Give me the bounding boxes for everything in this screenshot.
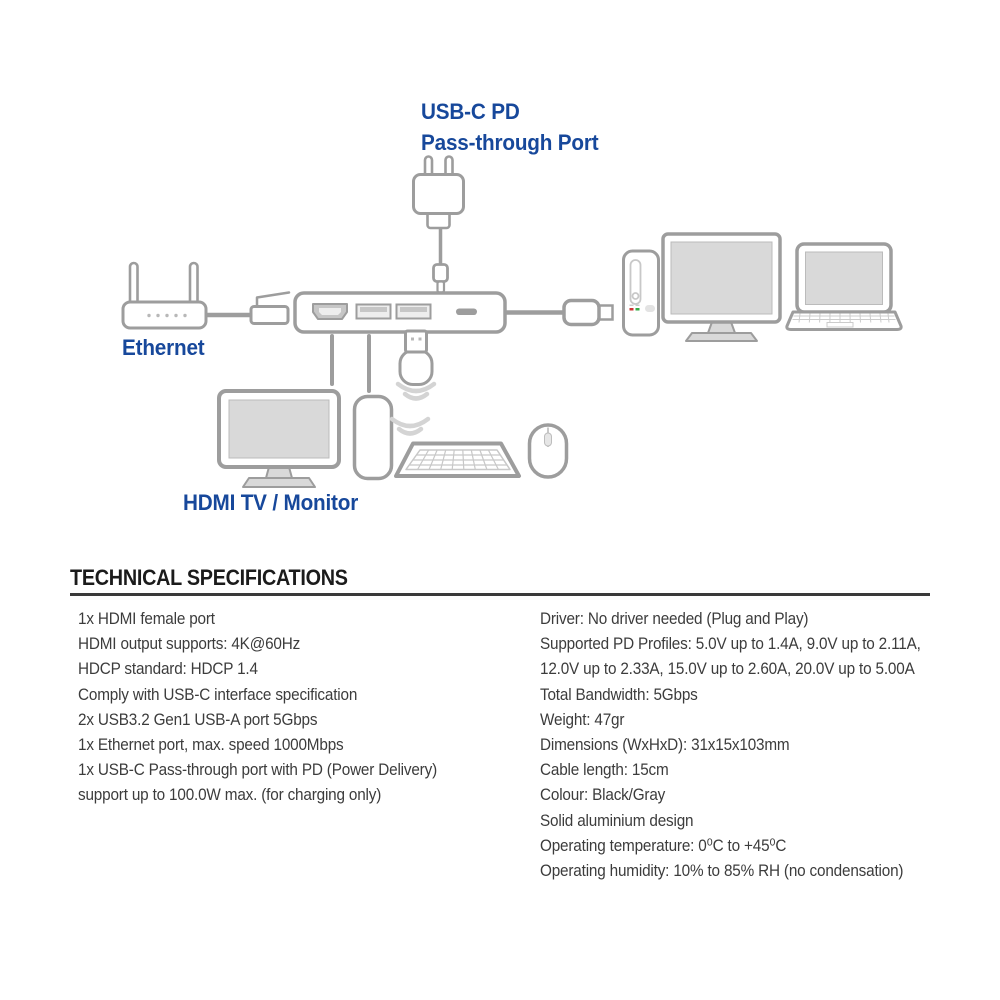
connection-diagram: [121, 155, 903, 488]
keyboard-icon: [394, 441, 521, 478]
spec-line: 1x HDMI female port: [78, 609, 215, 628]
spec-line: 1x Ethernet port, max. speed 1000Mbps: [78, 735, 344, 755]
spec-line: Weight: 47gr: [540, 709, 625, 729]
laptop-keys: [792, 313, 896, 328]
usb-a-port-icon: [395, 303, 432, 320]
spec-line: 12.0V up to 2.33A, 15.0V up to 2.60A, 20…: [540, 659, 915, 679]
spec-line: 1x USB-C Pass-through port with PD (Powe…: [78, 760, 437, 780]
hdmi-port-icon: [312, 303, 348, 320]
wifi-waves-icon: [389, 416, 431, 436]
spec-line: Driver: No driver needed (Plug and Play): [540, 609, 809, 628]
ethernet-label: Ethernet: [122, 335, 205, 360]
specs-heading: TECHNICAL SPECIFICATIONS: [70, 565, 348, 590]
usb-c-port-icon: [456, 308, 477, 315]
specs-left-column: 1x HDMI female port HDMI output supports…: [78, 606, 437, 808]
spec-line: Comply with USB-C interface specificatio…: [78, 684, 358, 704]
cable-lines: [204, 224, 569, 393]
spec-line: Operating humidity: 10% to 85% RH (no co…: [540, 861, 904, 881]
usb-hub-icon: [293, 291, 507, 334]
power-adapter-icon: [412, 155, 465, 230]
tower-red-led: [629, 308, 634, 311]
tower-green-led: [635, 308, 640, 311]
specs-divider: [70, 593, 930, 596]
spec-line: Operating temperature: 0⁰C to +45⁰C: [540, 835, 787, 855]
spec-line: HDCP standard: HDCP 1.4: [78, 659, 258, 679]
router-icon: [121, 261, 208, 330]
specs-right-column: Driver: No driver needed (Plug and Play)…: [540, 606, 921, 883]
ethernet-plug-icon: [249, 291, 291, 325]
keyboard-keys: [409, 449, 507, 470]
laptop-icon: [785, 242, 903, 331]
spec-line: Cable length: 15cm: [540, 760, 669, 780]
portable-drive-icon: [352, 394, 394, 481]
spec-line: Colour: Black/Gray: [540, 785, 666, 805]
hdmi-monitor-icon: [217, 389, 341, 488]
usb-c-plug-icon: [562, 298, 614, 327]
wireless-dongle-icon: [398, 329, 434, 386]
usb-c-pd-label: USB-C PD Pass-through Port: [421, 99, 599, 155]
spec-line: 2x USB3.2 Gen1 USB-A port 5Gbps: [78, 709, 318, 729]
usb-c-connector-icon: [432, 263, 449, 294]
spec-line: Dimensions (WxHxD): 31x15x103mm: [540, 735, 790, 755]
desktop-monitor-icon: [661, 232, 782, 342]
spec-line: Solid aluminium design: [540, 810, 694, 830]
spec-line: HDMI output supports: 4K@60Hz: [78, 634, 301, 654]
hdmi-tv-monitor-label: HDMI TV / Monitor: [183, 490, 359, 515]
router-leds: [147, 313, 187, 318]
spec-line: Supported PD Profiles: 5.0V up to 1.4A, …: [540, 634, 921, 654]
mouse-icon: [527, 423, 569, 479]
mouse-scroll-wheel: [544, 432, 552, 447]
spec-line: support up to 100.0W max. (for charging …: [78, 785, 382, 805]
laptop-touchpad: [826, 322, 854, 328]
usb-a-port-icon: [355, 303, 392, 320]
wifi-waves-icon: [395, 381, 437, 401]
spec-line: Total Bandwidth: 5Gbps: [540, 684, 698, 704]
desktop-tower-icon: [622, 249, 660, 337]
